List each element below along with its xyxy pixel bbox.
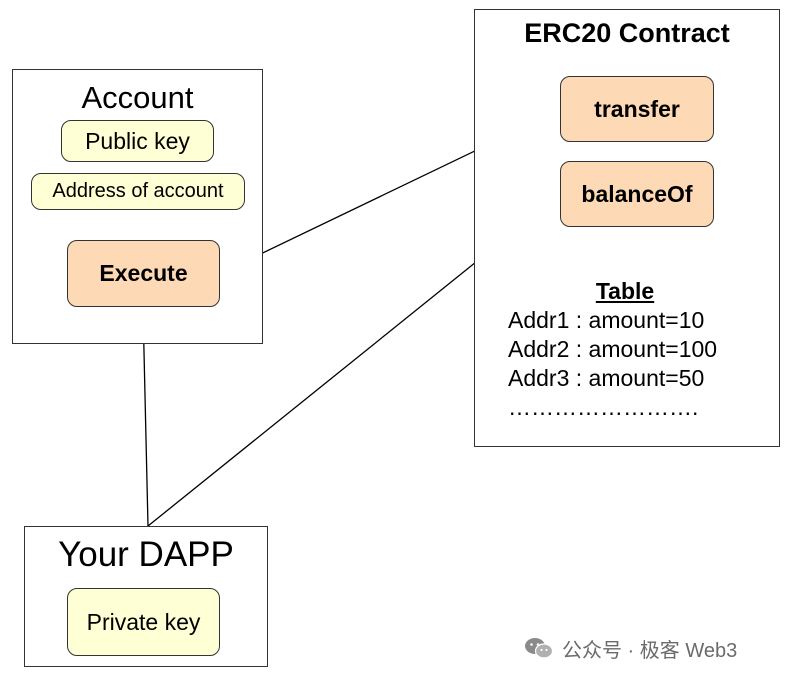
address-of-account-chip: Address of account <box>31 173 245 210</box>
dapp-title: Your DAPP <box>58 535 234 574</box>
table-row: Addr3 : amount=50 <box>508 365 705 391</box>
table-row: Addr1 : amount=10 <box>508 307 705 333</box>
account-box: Account Public key Address of account Ex… <box>12 69 263 344</box>
erc20-contract-box: ERC20 Contract transfer balanceOf <box>474 9 780 447</box>
watermark: 公众号 · 极客 Web3 <box>524 633 737 663</box>
watermark-text: 公众号 · 极客 Web3 <box>562 639 738 662</box>
wechat-icon <box>525 638 554 659</box>
table-row-ellipsis: ……………………. <box>508 394 699 420</box>
table-row: Addr2 : amount=100 <box>508 336 718 362</box>
private-key-chip: Private key <box>67 588 220 656</box>
account-title: Account <box>81 80 194 115</box>
balanceof-function[interactable]: balanceOf <box>560 161 714 227</box>
erc20-contract-title: ERC20 Contract <box>524 18 730 48</box>
table-heading: Table <box>595 278 655 304</box>
public-key-chip: Public key <box>61 120 214 162</box>
balance-table: Table Addr1 : amount=10 Addr2 : amount=1… <box>508 277 748 422</box>
your-dapp-box: Your DAPP Private key <box>24 526 268 667</box>
execute-button[interactable]: Execute <box>67 240 220 307</box>
transfer-function[interactable]: transfer <box>560 76 714 142</box>
